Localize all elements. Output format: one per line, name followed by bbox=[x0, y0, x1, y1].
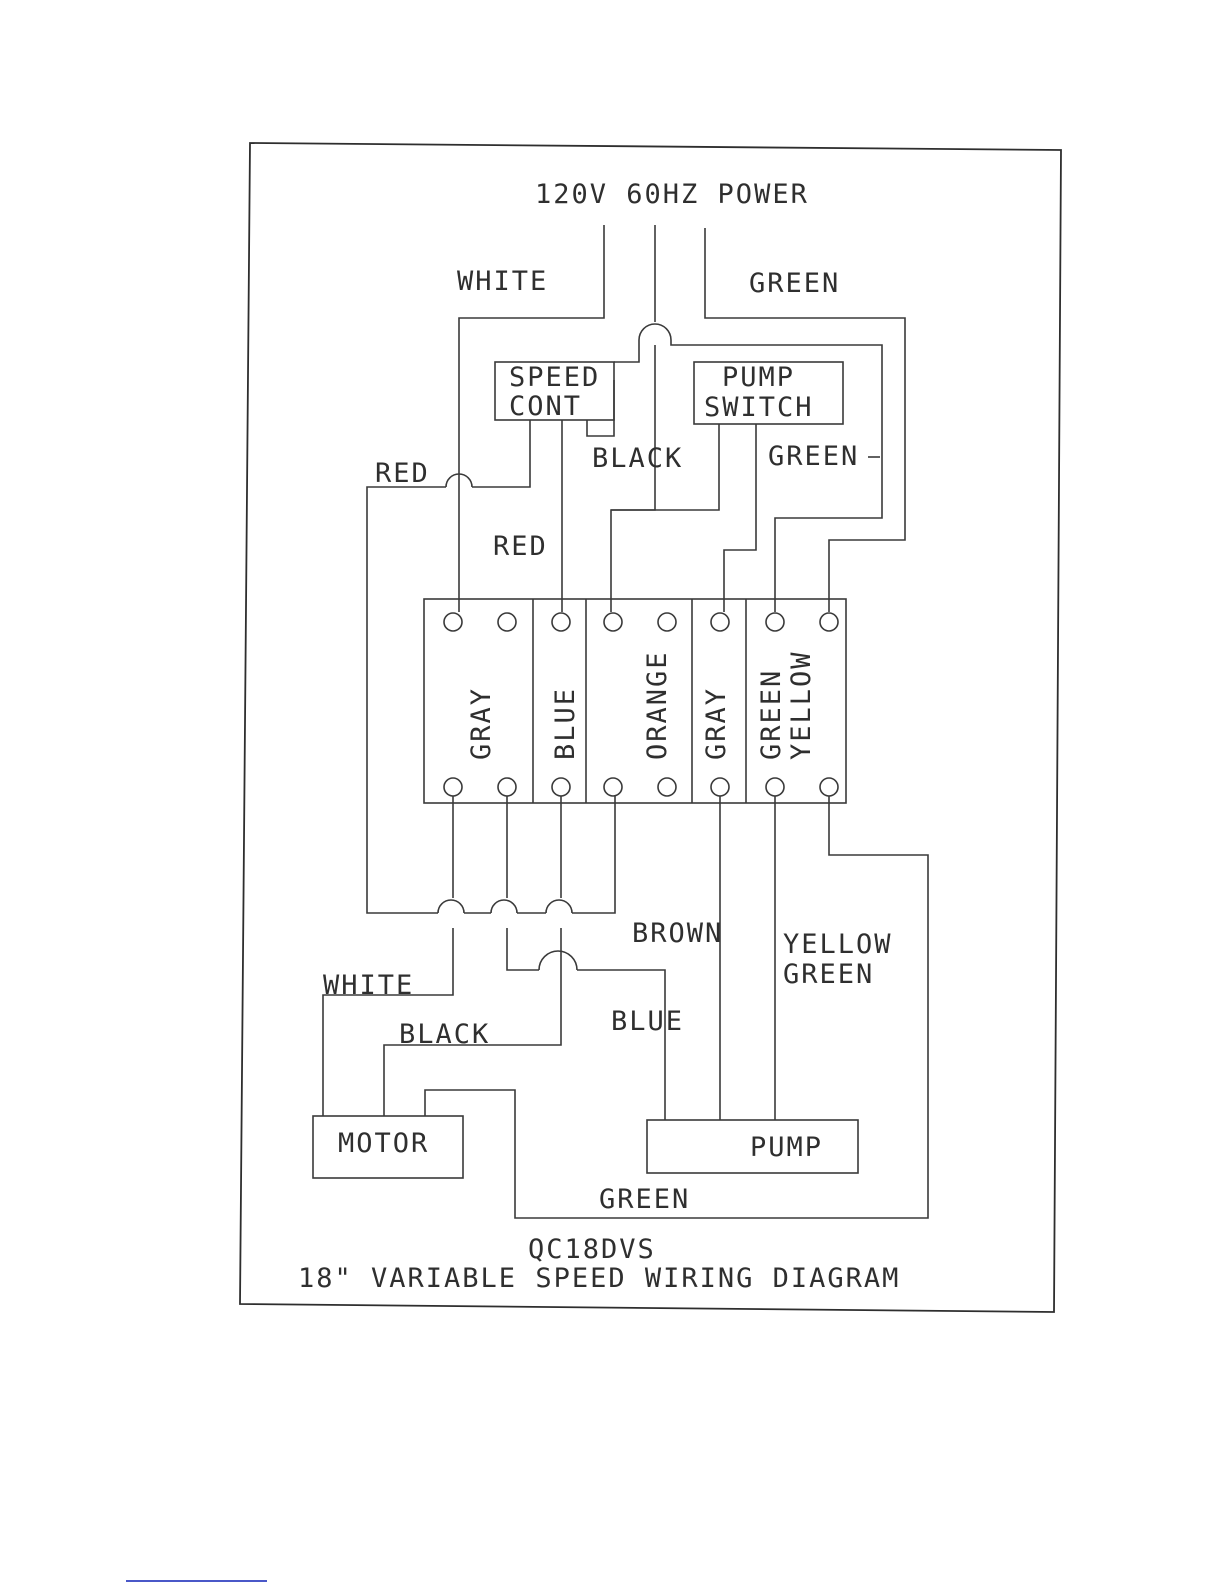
green-ground-label: GREEN bbox=[599, 1184, 690, 1215]
pump-switch: PUMP SWITCH bbox=[694, 362, 843, 424]
red-left-label: RED bbox=[375, 458, 430, 489]
motor: MOTOR bbox=[313, 1116, 463, 1178]
green-pump-label: GREEN bbox=[783, 959, 874, 990]
yellow-label: YELLOW bbox=[783, 929, 893, 960]
speed-control-line1: SPEED bbox=[509, 362, 600, 393]
white-top-label: WHITE bbox=[457, 266, 548, 297]
model-number: QC18DVS bbox=[528, 1234, 656, 1265]
pump-switch-line1: PUMP bbox=[722, 362, 795, 393]
black-label: BLACK bbox=[592, 443, 683, 474]
blue-pump-label: BLUE bbox=[611, 1006, 684, 1037]
section-gray-1: GRAY bbox=[466, 687, 497, 760]
black-motor-label: BLACK bbox=[399, 1019, 490, 1050]
pump: PUMP bbox=[647, 1120, 858, 1173]
section-yellow: YELLOW bbox=[786, 650, 817, 760]
speed-control: SPEED CONT bbox=[495, 362, 614, 422]
section-orange: ORANGE bbox=[642, 650, 673, 760]
motor-label: MOTOR bbox=[338, 1128, 429, 1159]
pump-switch-line2: SWITCH bbox=[704, 392, 814, 423]
pump-label: PUMP bbox=[750, 1132, 823, 1163]
section-gray-2: GRAY bbox=[701, 687, 732, 760]
speed-control-line2: CONT bbox=[509, 391, 582, 422]
white-motor-label: WHITE bbox=[323, 970, 414, 1001]
power-label: 120V 60HZ POWER bbox=[535, 179, 809, 210]
section-green: GREEN bbox=[756, 669, 787, 760]
terminal-block: GRAY BLUE ORANGE GRAY GREEN YELLOW bbox=[424, 599, 846, 803]
diagram-title: 18" VARIABLE SPEED WIRING DIAGRAM bbox=[298, 1263, 900, 1294]
green-top-label: GREEN bbox=[749, 268, 840, 299]
green-switch-label: GREEN bbox=[768, 441, 859, 472]
footer-rule bbox=[126, 1580, 267, 1582]
section-blue: BLUE bbox=[550, 687, 581, 760]
red-mid-label: RED bbox=[493, 531, 548, 562]
brown-label: BROWN bbox=[632, 918, 723, 949]
